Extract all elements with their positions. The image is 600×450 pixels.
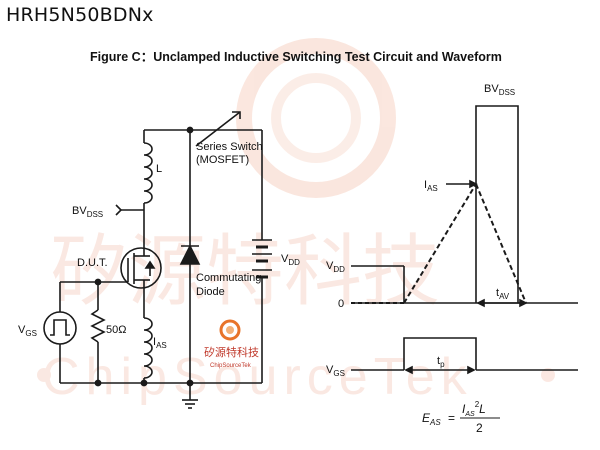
series-switch-label: Series Switch — [196, 141, 263, 153]
bvdss-pulse — [475, 105, 519, 303]
brand-logo-core — [226, 326, 234, 334]
bvdss-label: BVDSS — [72, 205, 103, 219]
diode-label: Commutating — [196, 272, 261, 284]
vdd-label: VDD — [281, 253, 300, 267]
brand-logo-en: ChipSourceTek — [210, 363, 252, 369]
waveform — [351, 105, 578, 419]
tav-arrowhead-left — [476, 298, 485, 308]
wave-bvdss-label: BVDSS — [484, 83, 515, 97]
ias-label: IAS — [153, 336, 167, 350]
wave-vgs-label: VGS — [326, 364, 345, 378]
circuit — [43, 111, 272, 409]
series-switch-arrow — [195, 111, 241, 147]
brand-logo: 矽源特科技 ChipSourceTek — [204, 319, 259, 369]
bottom-junction — [186, 379, 194, 387]
ias-rise-dashed — [403, 183, 477, 304]
waveform-labels: BVDSS IAS VDD 0 tAV VGS tp — [326, 83, 515, 378]
inductor-label: L — [156, 163, 162, 175]
watermark-ring-inner — [271, 73, 361, 163]
watermark-dot-left — [37, 368, 51, 382]
tp-arrowhead-right — [467, 365, 476, 375]
vgs-source-body — [43, 311, 77, 345]
watermark-latin: ChipSourceTek — [42, 348, 473, 406]
dut-label: D.U.T. — [77, 257, 108, 269]
brand-logo-cn: 矽源特科技 — [204, 345, 259, 359]
eas-formula: EAS = IAS2L 2 — [422, 400, 486, 435]
vgs-pulse-symbol — [50, 319, 70, 336]
watermark-chinese: 矽源特科技 — [50, 227, 440, 315]
wave-tp-label: tp — [437, 355, 445, 369]
wave-ias-label: IAS — [424, 179, 438, 193]
part-number: HRH5N50BDNx — [6, 4, 154, 26]
figure-title: Figure C：Unclamped Inductive Switching T… — [90, 50, 502, 64]
watermark-dot-right — [541, 368, 555, 382]
resistor-zigzag — [90, 309, 106, 343]
commutating-diode-triangle — [179, 244, 201, 265]
vgs-pulse — [403, 337, 477, 370]
diode-sublabel: Diode — [196, 286, 225, 298]
vgs-source-label: VGS — [18, 324, 37, 338]
wave-tav-label: tAV — [496, 287, 510, 301]
ias-fall-dashed — [475, 183, 527, 304]
series-switch-sublabel: (MOSFET) — [196, 154, 249, 166]
formula-lhs: EAS — [422, 411, 441, 427]
watermark-ring — [236, 38, 396, 198]
watermark: 矽源特科技 ChipSourceTek — [37, 38, 555, 406]
formula-numerator: IAS2L — [462, 400, 486, 418]
resistor-label: 50Ω — [106, 324, 126, 336]
series-switch-arrowhead — [232, 111, 241, 119]
wave-zero-label: 0 — [338, 298, 344, 310]
current-sense-coil — [143, 317, 153, 379]
formula-denominator: 2 — [476, 421, 483, 435]
tav-arrowhead-right — [519, 298, 528, 308]
bvdss-probe-tip — [115, 204, 123, 216]
tp-arrowhead-left — [404, 365, 413, 375]
brand-logo-icon — [219, 319, 241, 341]
dut-mosfet-body — [120, 247, 162, 289]
ias-arrowhead — [469, 179, 478, 189]
dut-body-diode-triangle — [144, 260, 156, 269]
wave-vdd-label: VDD — [326, 260, 345, 274]
inductor-coil — [143, 142, 153, 204]
formula-equals: = — [448, 411, 455, 425]
circuit-labels: Series Switch (MOSFET) L BVDSS D.U.T. VG… — [18, 141, 300, 350]
